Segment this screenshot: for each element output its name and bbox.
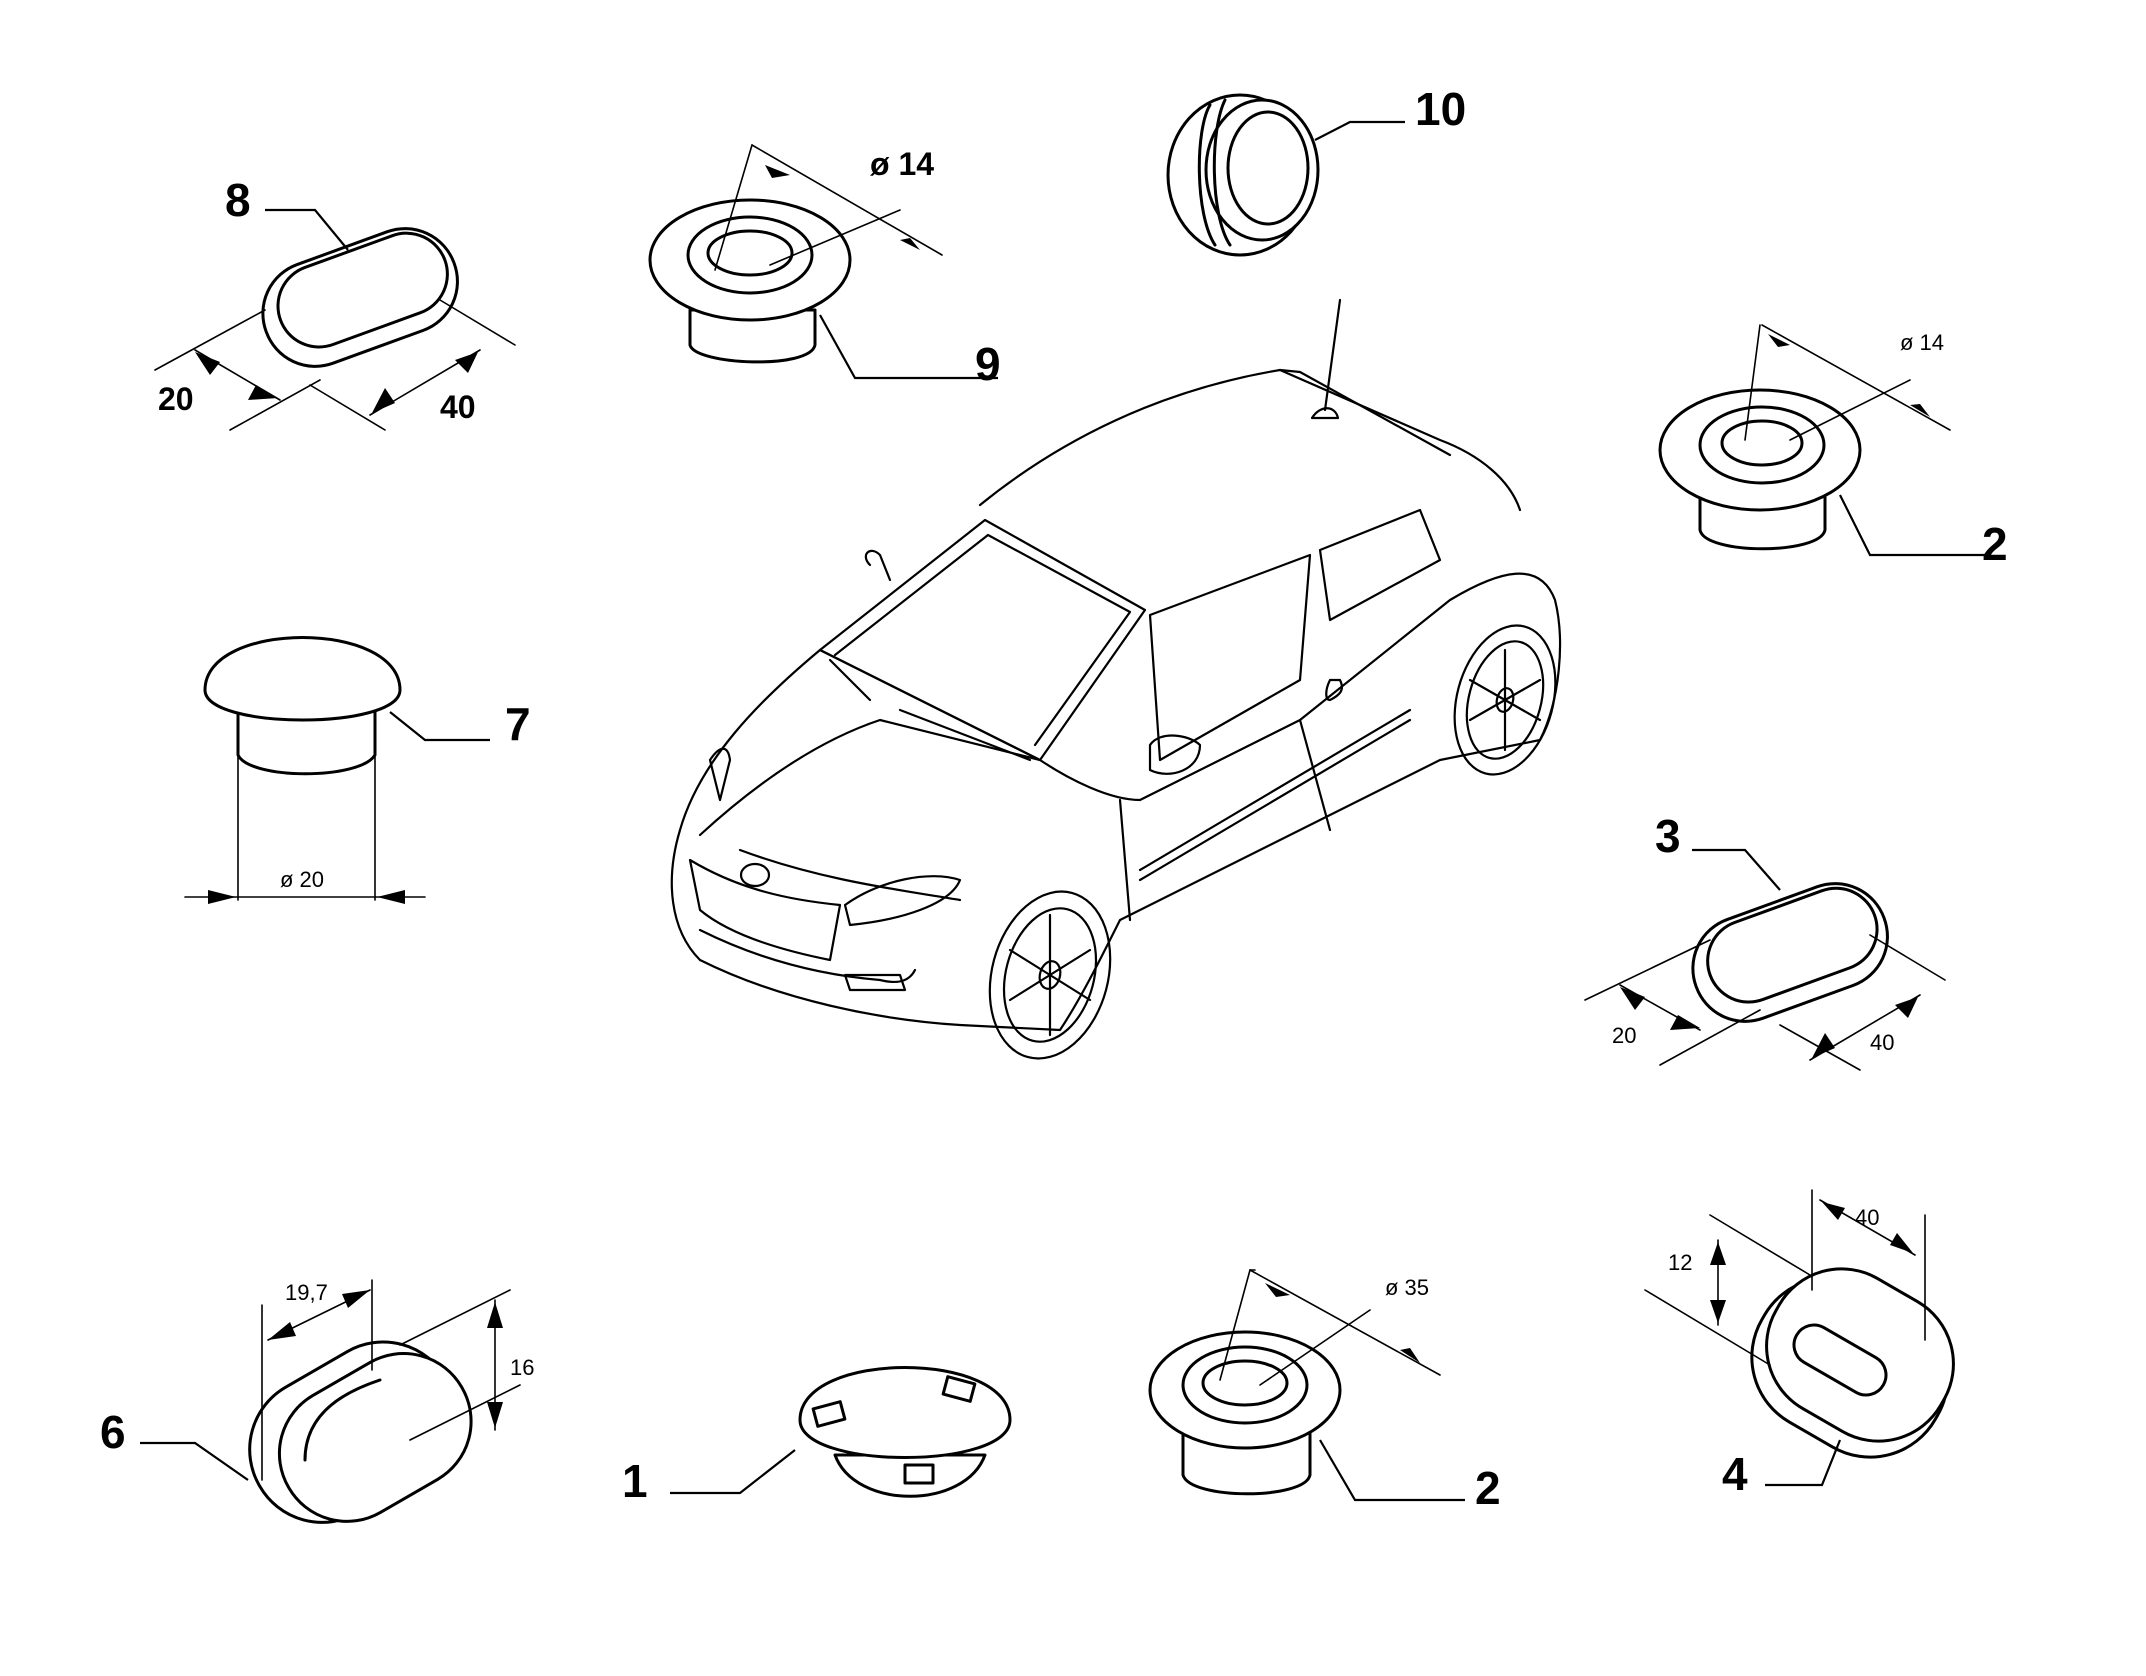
dim-2-bottom-diameter: ø 35 [1385, 1275, 1429, 1300]
front-wheel [988, 890, 1112, 1060]
part-4-oval-plug: 4 12 40 [1644, 1189, 1955, 1500]
part-1-cap: 1 [622, 1366, 1012, 1507]
callout-2-bottom: 2 [1475, 1462, 1501, 1514]
dim-8-length: 40 [440, 389, 476, 425]
dim-6-width: 19,7 [285, 1280, 328, 1305]
part-2-lower-grommet: 2 ø 35 [1148, 1269, 1501, 1514]
callout-4: 4 [1722, 1448, 1748, 1500]
car-illustration [670, 298, 1562, 1060]
dim-3-width: 20 [1612, 1023, 1636, 1048]
dim-8-width: 20 [158, 381, 194, 417]
part-2-upper-grommet: 2 ø 14 [1658, 324, 2008, 570]
callout-8: 8 [225, 174, 251, 226]
part-10-bellows: 10 [1166, 83, 1466, 257]
dim-6-height: 16 [510, 1355, 534, 1380]
dim-7-diameter: ø 20 [280, 867, 324, 892]
rear-wheel [1453, 624, 1557, 776]
callout-10: 10 [1415, 83, 1466, 135]
part-7-cap: 7 ø 20 [184, 636, 531, 904]
part-8-oval-plug: 8 20 40 [154, 174, 516, 431]
dim-2-top-diameter: ø 14 [1900, 330, 1944, 355]
dim-4-length: 40 [1855, 1205, 1879, 1230]
part-9-grommet: 9 ø 14 [648, 144, 1001, 390]
callout-9: 9 [975, 338, 1001, 390]
callout-2-top: 2 [1982, 518, 2008, 570]
callout-3: 3 [1655, 810, 1681, 862]
dim-4-height: 12 [1668, 1250, 1692, 1275]
callout-7: 7 [505, 698, 531, 750]
part-6-oval-plug: 6 19,7 16 [100, 1279, 534, 1524]
part-3-oval-plug: 3 20 40 [1584, 810, 1946, 1071]
callout-1: 1 [622, 1455, 648, 1507]
dim-9-diameter: ø 14 [870, 146, 934, 182]
dim-3-length: 40 [1870, 1030, 1894, 1055]
callout-6: 6 [100, 1406, 126, 1458]
